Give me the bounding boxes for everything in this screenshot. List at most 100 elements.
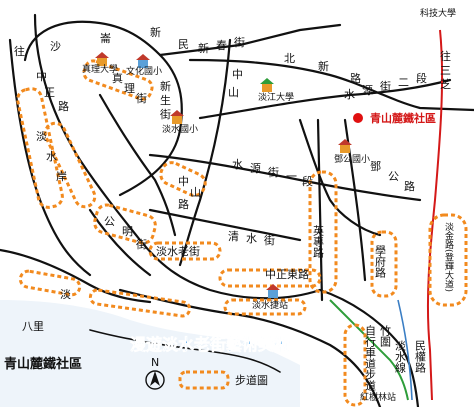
trail-8	[308, 170, 338, 294]
shoreline	[89, 329, 281, 373]
label-dengong-gong: 公	[388, 170, 399, 183]
label-yingzhuan-group: 英專路	[312, 224, 325, 259]
label-top-right: 科技大學	[420, 7, 456, 19]
label-xuefu-group: 學府路	[374, 245, 387, 279]
label-lu1: 路	[350, 72, 361, 85]
label-jie-a: 街	[380, 79, 391, 93]
label-xinchun-xin: 新	[198, 41, 209, 55]
road-shuiyuan-1	[148, 153, 422, 202]
label-station-right: 紅樹林站	[360, 391, 396, 403]
label-xinchun-chun: 春	[216, 39, 227, 52]
trail-4	[159, 161, 207, 197]
road-zz-east	[318, 288, 420, 407]
label-xinsheng-sheng: 生	[160, 93, 171, 107]
label-zhenli-zhen: 真	[112, 71, 123, 85]
road-upper-loop	[23, 20, 183, 197]
trail-10	[428, 213, 468, 307]
road-yingzhuan	[316, 118, 324, 302]
label-minzu-group: 民權路	[414, 340, 427, 374]
river-area	[0, 300, 300, 407]
label-sanzhi: 三	[440, 64, 451, 77]
north-label: N	[151, 356, 159, 369]
label-yi: 一	[286, 170, 297, 183]
label-dengong-deng: 鄧	[370, 160, 381, 173]
building-icon-mrt	[266, 284, 280, 298]
label-yuan: 源	[362, 83, 373, 97]
label-shan: 山	[228, 86, 239, 99]
label-zixing: 自行車道步道	[364, 325, 377, 391]
label-qs-jie: 街	[264, 233, 275, 247]
north-arrow-icon	[145, 370, 165, 390]
label-dengong-lu: 路	[404, 180, 415, 193]
label-bali: 八里	[22, 320, 44, 333]
label-qs-shui: 水	[246, 232, 257, 245]
label-wenhua-elem: 文化國小	[126, 65, 162, 77]
road-coastal	[8, 38, 92, 277]
label-xinsheng-jie: 街	[160, 107, 171, 121]
label-zhenli-li: 理	[124, 82, 135, 95]
trail-13	[343, 323, 367, 407]
label-gongming: 公	[104, 215, 115, 228]
label-dan: 淡	[36, 130, 47, 143]
label-gm-jie: 街	[136, 237, 147, 251]
label-ming: 明	[122, 225, 133, 238]
trail-2	[16, 87, 64, 209]
label-jiesheng2-group: 淡水線	[394, 340, 407, 373]
label-zheng: 正	[44, 86, 55, 99]
label-tamsui-mrt: 淡水捷站	[252, 299, 288, 311]
label-shui: 水	[46, 150, 57, 163]
label-xinsheng-xin: 新	[160, 79, 171, 93]
road-shuiyuan-2	[198, 78, 452, 120]
building-icon-zhenli	[95, 52, 109, 66]
label-jiesheng-group: 竹圍	[379, 324, 392, 348]
road-central	[178, 38, 232, 267]
label-er: 二	[398, 76, 409, 89]
label-xinmin-min: 民	[178, 38, 189, 51]
label-yuan2: 源	[250, 161, 261, 175]
label-xinchun-jie: 街	[234, 35, 245, 49]
label-tamkang-univ: 淡江大學	[258, 91, 294, 103]
label-laojie: 淡水老街	[156, 244, 200, 258]
label-zhi: 芝	[440, 78, 451, 91]
label-an: 岸	[56, 170, 67, 183]
trail-5	[93, 203, 157, 245]
label-xin-road: 新	[318, 59, 329, 73]
trail-3	[43, 121, 97, 209]
road-xuefu	[343, 118, 367, 282]
label-zhongshan-shan: 山	[190, 186, 201, 199]
label-jie2: 街	[268, 165, 279, 179]
label-tamsui-elem: 淡水國小	[162, 123, 198, 135]
label-sha: 沙	[50, 40, 61, 53]
label-jiesheng: 竹圍	[379, 324, 392, 348]
label-wang: 往	[14, 44, 25, 58]
building-icon-dengong	[338, 139, 352, 153]
label-bei: 北	[284, 52, 295, 65]
trail-11	[18, 269, 82, 297]
label-duan2: 段	[302, 174, 313, 188]
river-line	[397, 299, 413, 401]
label-zhenli-univ: 真理大學	[82, 63, 118, 75]
trail-6	[148, 241, 222, 261]
road-danjin	[426, 29, 444, 401]
label-minzu: 民權路	[414, 340, 427, 374]
community-marker	[353, 113, 363, 123]
mrt-rail	[329, 299, 409, 401]
label-lun: 崙	[100, 32, 111, 45]
label-qingshui: 清	[228, 230, 239, 243]
label-xinmin-xin: 新	[150, 25, 161, 39]
road-zhongshan	[98, 93, 177, 237]
legend-trail-swatch	[178, 370, 230, 390]
label-duan: 段	[416, 71, 427, 85]
label-shuiyuan: 水	[344, 88, 355, 101]
label-zhongshan-lu: 路	[178, 198, 189, 211]
community-label: 青山麓鐵社區	[370, 111, 436, 125]
building-icon-tamsui-elem	[170, 110, 184, 124]
trail-12	[88, 288, 192, 318]
bottom-title: 青山麓鐵社區	[4, 356, 82, 372]
label-xuefu: 學府路	[374, 245, 387, 279]
label-zixing-group: 自行車道步道	[364, 325, 377, 391]
label-lu2: 路	[58, 100, 69, 113]
label-zhong1: 中	[232, 68, 243, 81]
trail-7	[218, 268, 322, 288]
label-dan-side: 淡	[60, 288, 71, 301]
